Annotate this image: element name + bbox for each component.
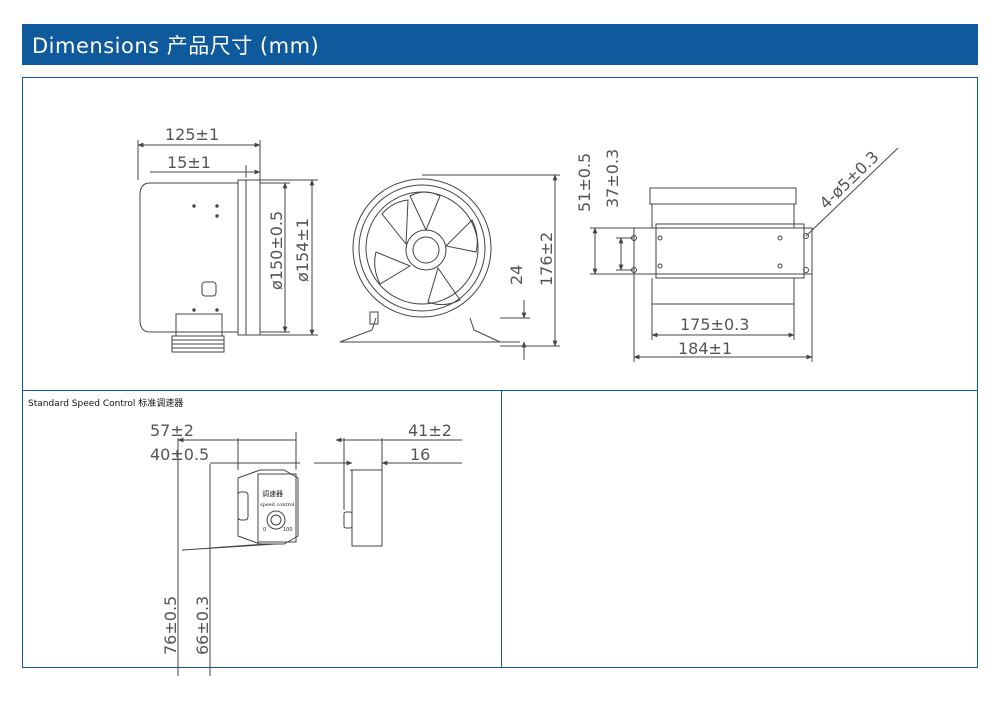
dim-overall-length: 125±1 [165, 125, 219, 144]
dim-depth-outer: 41±2 [408, 421, 452, 440]
dim-outer-diameter: ø154±1 [293, 218, 312, 282]
dim-body-width: 175±0.3 [680, 315, 749, 334]
dim-flange-length: 15±1 [167, 153, 211, 172]
dim-height-inner: 66±0.3 [193, 596, 212, 655]
dim-width-inner: 40±0.5 [150, 445, 209, 464]
dim-base-height: 24 [507, 265, 526, 285]
side-view-drawing [137, 140, 318, 353]
device-label-en: speed control [260, 502, 295, 508]
front-view-drawing [339, 174, 560, 360]
header-bar: Dimensions 产品尺寸 (mm) [22, 24, 978, 65]
dial-max-label: 100 [283, 527, 293, 533]
speed-control-label: Standard Speed Control 标准调速器 [28, 399, 184, 409]
empty-panel [501, 390, 978, 668]
dim-depth-inner: 16 [410, 445, 430, 464]
device-label-cn: 调速器 [262, 489, 283, 498]
dim-height-outer: 76±0.5 [161, 596, 180, 655]
speed-control-drawing [177, 432, 462, 676]
dim-total-height: 176±2 [537, 232, 556, 286]
dim-overall-width: 184±1 [678, 339, 732, 358]
dim-inner-diameter: ø150±0.5 [267, 211, 286, 290]
dim-width-outer: 57±2 [150, 421, 194, 440]
dim-holes: 4-ø5±0.3 [816, 147, 883, 213]
page-title: Dimensions 产品尺寸 (mm) [32, 34, 320, 58]
dim-hole-spacing: 37±0.3 [603, 149, 622, 208]
dial-min-label: 0 [263, 527, 266, 533]
top-view-drawing [590, 147, 899, 362]
dim-bracket-height: 51±0.5 [575, 153, 594, 212]
